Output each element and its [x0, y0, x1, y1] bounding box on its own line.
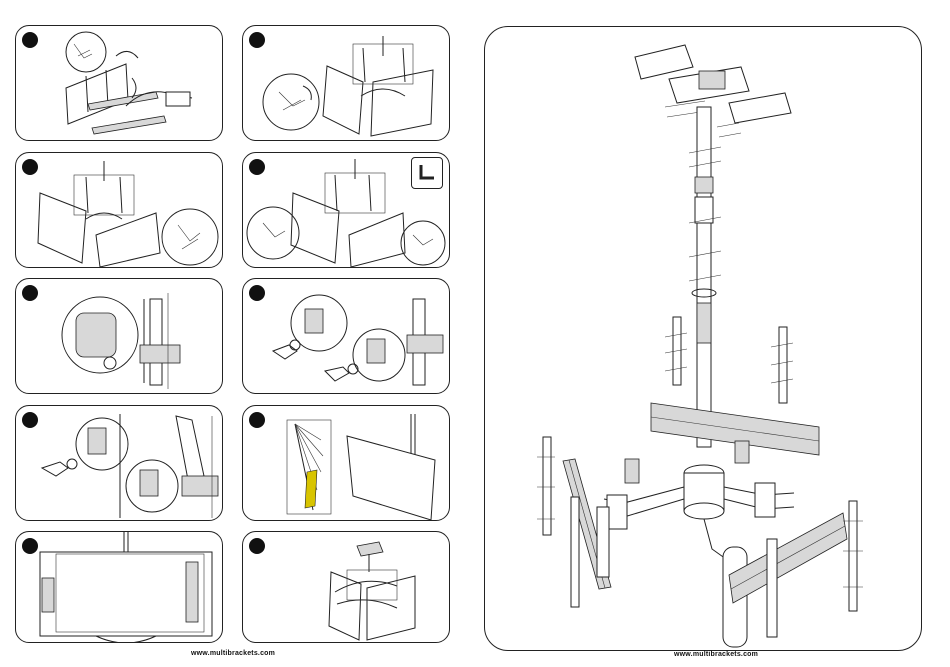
- step-4-panel: [242, 152, 450, 268]
- step-10-panel: [242, 531, 450, 643]
- step-7-illustration: [16, 406, 223, 521]
- step-6-illustration: [243, 279, 450, 394]
- step-1-illustration: [16, 26, 223, 141]
- step-4-illustration: [243, 153, 450, 268]
- step-5-panel: [15, 278, 223, 394]
- step-10-illustration: [243, 532, 450, 643]
- step-3-illustration: [16, 153, 223, 268]
- assembly-overview-panel: [484, 26, 922, 651]
- footer-url-left: www.multibrackets.com: [191, 650, 275, 657]
- step-2-illustration: [243, 26, 450, 141]
- step-9-illustration: [16, 532, 223, 643]
- step-6-panel: [242, 278, 450, 394]
- step-3-panel: [15, 152, 223, 268]
- footer-url-right: www.multibrackets.com: [674, 651, 758, 658]
- exploded-assembly-illustration: [485, 27, 923, 652]
- step-8-panel: [242, 405, 450, 521]
- step-2-panel: [242, 25, 450, 141]
- step-7-panel: [15, 405, 223, 521]
- step-8-illustration: [243, 406, 450, 521]
- step-1-panel: [15, 25, 223, 141]
- step-5-illustration: [16, 279, 223, 394]
- step-9-panel: [15, 531, 223, 643]
